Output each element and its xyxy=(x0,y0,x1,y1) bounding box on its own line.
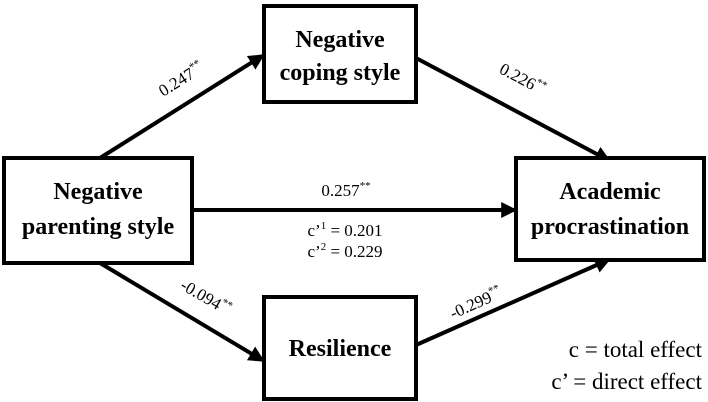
node-resilience-label: Resilience xyxy=(289,336,392,362)
arrow-parenting-to-coping xyxy=(98,54,265,160)
node-negative-parenting-line1: Negative xyxy=(53,179,143,205)
node-negative-parenting-style: Negative parenting style xyxy=(2,156,194,265)
node-academic-procrastination-line2: procrastination xyxy=(531,214,689,240)
path-b1-label: 0.226** xyxy=(496,58,549,99)
arrow-coping-to-procrastination xyxy=(415,56,611,162)
arrow-parenting-to-resilience xyxy=(98,261,265,362)
path-c-label: 0.257** xyxy=(321,180,370,200)
node-negative-coping-line1: Negative xyxy=(295,27,385,53)
path-c-prime-2-label: c’2 = 0.229 xyxy=(307,241,382,261)
node-negative-coping-style: Negative coping style xyxy=(262,4,418,104)
node-negative-coping-line2: coping style xyxy=(280,60,401,86)
node-academic-procrastination: Academic procrastination xyxy=(514,156,706,262)
legend-total-effect: c = total effect xyxy=(569,337,703,362)
node-negative-parenting-line2: parenting style xyxy=(22,214,175,240)
node-academic-procrastination-line1: Academic xyxy=(559,179,661,205)
node-resilience: Resilience xyxy=(262,295,418,401)
arrow-resilience-to-procrastination xyxy=(415,257,611,347)
legend-direct-effect: c’ = direct effect xyxy=(551,369,702,394)
path-c-prime-1-label: c’1 = 0.201 xyxy=(307,220,382,240)
